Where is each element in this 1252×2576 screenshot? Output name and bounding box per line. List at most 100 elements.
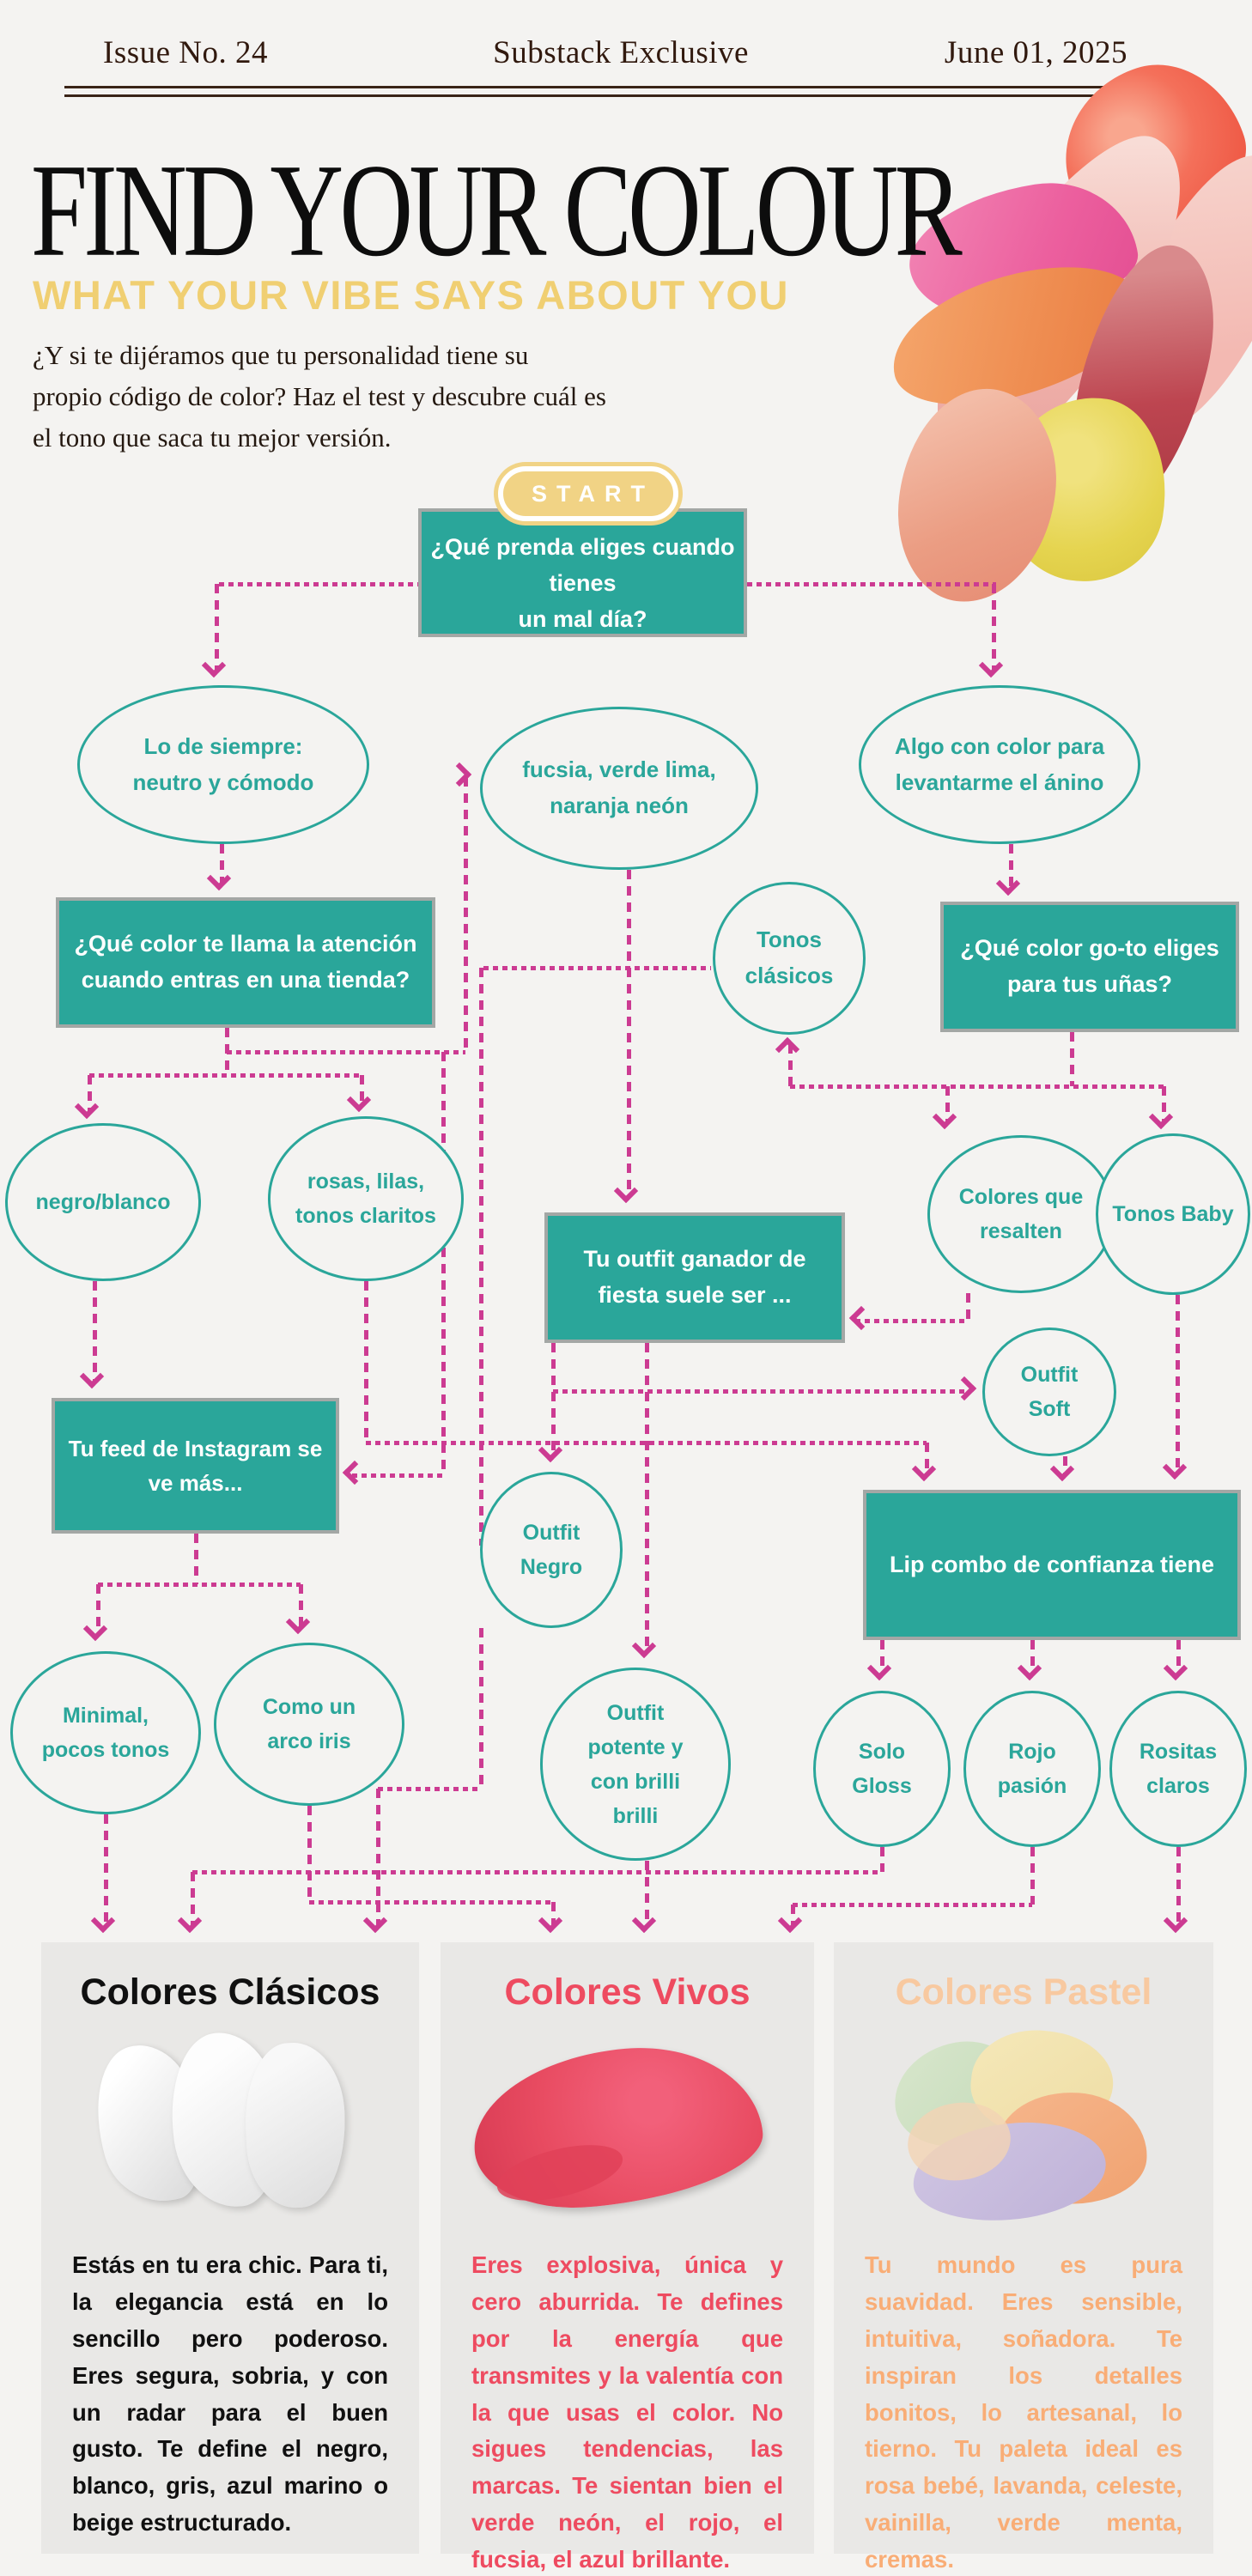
dotted-connector: [880, 1640, 884, 1673]
dotted-connector: [551, 1343, 556, 1455]
page-title: FIND YOUR COLOUR: [31, 137, 963, 284]
dotted-connector: [352, 1473, 443, 1478]
page-subtitle: WHAT YOUR VIBE SAYS ABOUT YOU: [33, 272, 789, 318]
dotted-connector: [376, 1789, 380, 1925]
arrowhead-icon: [951, 1376, 977, 1401]
intro-paragraph: ¿Y si te dijéramos que tu personalidad t…: [33, 340, 606, 453]
arrowhead-icon: [932, 1104, 957, 1130]
dotted-connector: [98, 1583, 301, 1587]
arrowhead-icon: [775, 1036, 800, 1062]
dotted-connector: [483, 966, 711, 970]
dotted-connector: [88, 1075, 92, 1111]
dotted-connector: [191, 1872, 195, 1925]
dotted-connector: [366, 1441, 927, 1445]
arrowhead-icon: [82, 1616, 108, 1642]
dotted-connector: [96, 1584, 100, 1633]
arrowhead-icon: [90, 1908, 116, 1934]
dotted-connector: [992, 584, 996, 671]
dotted-connector: [1070, 1032, 1074, 1086]
arrowhead-icon: [342, 1460, 368, 1485]
arrowhead-icon: [777, 1908, 803, 1934]
dotted-connector: [194, 1534, 198, 1584]
arrowhead-icon: [613, 1178, 639, 1204]
arrowhead-icon: [995, 871, 1021, 896]
arrowhead-icon: [911, 1456, 937, 1482]
result-card-clasicos: Colores Clásicos Estás en tu era chic. P…: [41, 1942, 419, 2554]
arrowhead-icon: [79, 1364, 105, 1389]
arrowhead-icon: [1017, 1656, 1042, 1681]
dotted-connector: [1009, 844, 1013, 888]
dotted-connector: [645, 1343, 649, 1650]
dotted-connector: [945, 1086, 950, 1121]
arrowhead-icon: [206, 866, 232, 891]
dotted-connector: [89, 1073, 362, 1078]
arrowhead-icon: [1148, 1104, 1174, 1130]
dotted-connector: [307, 1806, 312, 1902]
dotted-connector: [299, 1584, 303, 1626]
dotted-connector: [551, 1902, 556, 1925]
arrowhead-icon: [848, 1305, 874, 1331]
arrowhead-icon: [1163, 1656, 1188, 1681]
dotted-connector: [215, 584, 219, 671]
dotted-connector: [966, 1293, 970, 1321]
pastel-powder-image: [834, 2020, 1213, 2233]
dotted-connector: [360, 1075, 364, 1104]
white-cream-smear-image: [41, 2020, 419, 2233]
arrowhead-icon: [346, 1087, 372, 1113]
dotted-connector: [479, 1628, 483, 1789]
issue-number: Issue No. 24: [103, 35, 269, 70]
dotted-connector: [1030, 1847, 1035, 1905]
masthead-date: June 01, 2025: [944, 35, 1127, 70]
arrowhead-icon: [1049, 1456, 1075, 1482]
dotted-connector: [855, 1319, 968, 1323]
masthead-center: Substack Exclusive: [493, 35, 749, 70]
dotted-connector: [627, 870, 631, 1195]
arrowhead-icon: [285, 1609, 311, 1635]
arrowhead-icon: [631, 1633, 657, 1659]
result-card-pastel: Colores Pastel Tu mundo es pura suavidad…: [834, 1942, 1213, 2573]
dotted-connector: [464, 777, 468, 1052]
dotted-connector: [1030, 1640, 1035, 1673]
dotted-connector: [880, 1847, 884, 1872]
dotted-connector: [747, 582, 996, 586]
arrowhead-icon: [201, 653, 227, 678]
result-title: Colores Vivos: [504, 1971, 751, 2013]
dotted-connector: [1063, 1456, 1067, 1473]
dotted-connector: [1176, 1295, 1180, 1472]
dotted-connector: [1162, 1086, 1166, 1121]
dotted-connector: [227, 1050, 465, 1054]
dotted-connector: [220, 844, 224, 883]
result-card-vivos: Colores Vivos Eres explosiva, única y ce…: [441, 1942, 814, 2573]
arrowhead-icon: [866, 1656, 892, 1681]
dotted-connector: [309, 1900, 553, 1905]
red-lipstick-smear-image: [441, 2020, 814, 2233]
arrowhead-icon: [362, 1908, 388, 1934]
dotted-connector: [790, 1084, 1164, 1089]
arrowhead-icon: [177, 1908, 203, 1934]
dotted-connector: [553, 1389, 970, 1394]
arrowhead-icon: [1162, 1455, 1188, 1480]
result-title: Colores Pastel: [895, 1971, 1152, 2013]
dotted-connector: [93, 1281, 97, 1381]
dotted-connector: [192, 1870, 882, 1874]
dotted-connector: [104, 1814, 108, 1925]
dotted-connector: [925, 1443, 929, 1473]
dotted-connector: [791, 1905, 795, 1925]
arrowhead-icon: [1163, 1908, 1188, 1934]
result-text: Estás en tu era chic. Para ti, la elegan…: [72, 2251, 388, 2537]
result-text: Tu mundo es pura suavidad. Eres sensible…: [865, 2251, 1182, 2573]
arrowhead-icon: [631, 1908, 657, 1934]
dotted-connector: [793, 1903, 1032, 1907]
dotted-connector: [1176, 1847, 1181, 1925]
dotted-connector: [788, 1044, 793, 1086]
result-title: Colores Clásicos: [80, 1971, 380, 2013]
dotted-connector: [441, 1052, 446, 1475]
dotted-connector: [645, 1861, 649, 1925]
result-text: Eres explosiva, única y cero aburrida. T…: [471, 2251, 783, 2573]
dotted-connector: [219, 582, 418, 586]
arrowhead-icon: [978, 653, 1004, 678]
dotted-connector: [1176, 1640, 1181, 1673]
dotted-connector: [378, 1787, 481, 1791]
